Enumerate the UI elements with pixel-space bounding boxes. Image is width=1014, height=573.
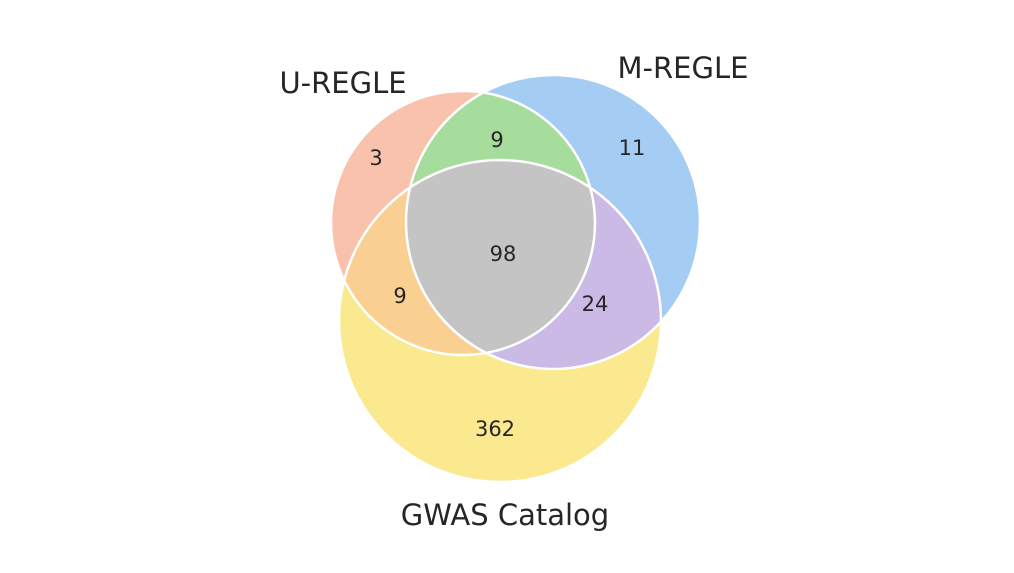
set-label-mregle: M-REGLE bbox=[618, 51, 749, 85]
venn-labels: U-REGLE M-REGLE GWAS Catalog 3 11 362 9 … bbox=[279, 51, 748, 532]
count-all-three: 98 bbox=[490, 242, 517, 266]
count-mregle-only: 11 bbox=[619, 136, 646, 160]
venn-circle-outlines bbox=[329, 73, 702, 484]
circle-outline-mregle bbox=[404, 73, 702, 371]
circle-outline-uregle bbox=[329, 89, 597, 357]
count-uregle-mregle: 9 bbox=[490, 128, 503, 152]
count-gwas-only: 362 bbox=[475, 417, 515, 441]
region-all-three bbox=[405, 159, 596, 353]
venn-region-fills bbox=[331, 75, 700, 482]
count-mregle-gwas: 24 bbox=[582, 292, 609, 316]
count-uregle-only: 3 bbox=[369, 146, 382, 170]
count-uregle-gwas: 9 bbox=[393, 284, 406, 308]
set-label-uregle: U-REGLE bbox=[279, 66, 406, 100]
circle-outline-gwas bbox=[337, 158, 663, 484]
set-label-gwas-catalog: GWAS Catalog bbox=[401, 498, 609, 532]
